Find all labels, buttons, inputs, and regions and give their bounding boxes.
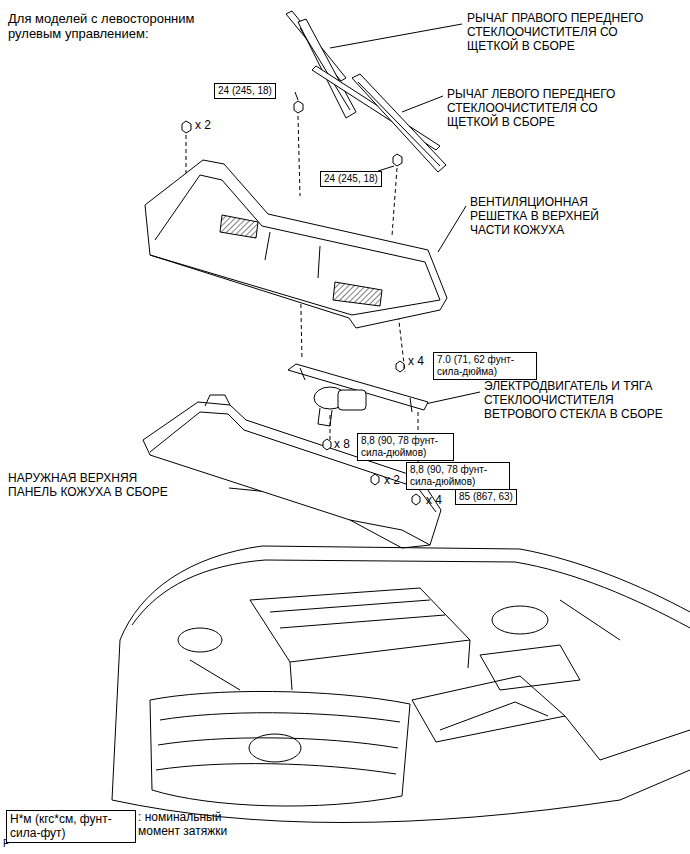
vehicle-front <box>250 588 470 662</box>
cowl-louver <box>145 160 447 328</box>
leader-line <box>425 392 480 404</box>
vehicle-front <box>190 600 620 690</box>
nut <box>182 101 402 166</box>
torque-value: 7.0 (71, 62 фунт-сила-дюйма) <box>437 354 514 377</box>
vehicle-front <box>150 691 410 806</box>
assembly-line <box>392 168 397 236</box>
cowl-panel <box>350 520 430 545</box>
vehicle-front <box>270 600 445 628</box>
leader-line <box>330 24 462 48</box>
quantity-label: x 2 <box>384 474 400 488</box>
part-label: РЫЧАГ ЛЕВОГО ПЕРЕДНЕГО СТЕКЛООЧИСТИТЕЛЯ … <box>447 88 647 129</box>
wiper-motor <box>396 361 404 372</box>
cowl-louver <box>265 232 320 278</box>
vehicle-front <box>156 713 400 774</box>
wiper-arm <box>286 11 356 118</box>
cowl-panel <box>371 474 379 485</box>
vehicle-front <box>249 734 301 762</box>
cowl-louver <box>155 175 440 300</box>
wiper-motor <box>318 408 332 426</box>
vehicle-front <box>178 628 222 652</box>
torque-box: 24 (245, 18) <box>320 171 382 187</box>
part-label: РЫЧАГ ПРАВОГО ПЕРЕДНЕГО СТЕКЛООЧИСТИТЕЛЯ… <box>467 12 667 53</box>
part-label: ВЕНТИЛЯЦИОННАЯ РЕШЕТКА В ВЕРХНЕЙ ЧАСТИ К… <box>470 196 632 237</box>
cowl-panel <box>205 395 230 406</box>
wiper-motor <box>300 368 412 412</box>
quantity-label: x 8 <box>334 438 350 452</box>
torque-value: 85 (867, 63) <box>459 491 513 502</box>
torque-value: 24 (245, 18) <box>218 85 272 96</box>
vehicle-front <box>412 676 565 742</box>
leader-line <box>402 96 443 112</box>
quantity-label: x 2 <box>195 119 211 133</box>
torque-value: 8,8 (90, 78 фунт-сила-дюймов) <box>361 435 438 458</box>
cowl-louver <box>150 255 440 315</box>
torque-box: 8,8 (90, 78 фунт-сила-дюймов) <box>406 462 510 490</box>
nut <box>182 121 191 133</box>
cowl-panel <box>150 412 436 512</box>
torque-box: 24 (245, 18) <box>214 83 276 99</box>
cowl-louver <box>145 160 447 328</box>
vehicle-front <box>112 640 120 800</box>
wiper-arm <box>300 28 350 110</box>
wiper-arm <box>358 82 440 166</box>
vehicle-front <box>132 560 690 628</box>
vehicle-front <box>290 640 470 690</box>
torque-value: Н*м (кгс*см, фунт-сила-фут) <box>10 812 112 840</box>
wiper-motor <box>338 390 366 410</box>
legend-box: Н*м (кгс*см, фунт-сила-фут) <box>6 810 136 843</box>
legend-note: : номинальный момент затяжки <box>138 811 246 839</box>
cowl-panel <box>143 395 441 548</box>
wiper-arm <box>312 66 440 150</box>
vehicle-front <box>565 716 690 760</box>
torque-value: 8,8 (90, 78 фунт-сила-дюймов) <box>410 464 487 487</box>
wiper-arm <box>352 74 446 172</box>
cowl-panel <box>323 439 331 450</box>
cowl-panel <box>412 494 420 505</box>
nut <box>294 101 303 113</box>
torque-box: 8,8 (90, 78 фунт-сила-дюймов) <box>357 433 454 461</box>
vehicle-front <box>120 546 690 640</box>
quantity-label: x 4 <box>408 355 424 369</box>
cowl-louver <box>220 215 258 238</box>
vehicle-front <box>480 645 580 690</box>
part-label: ЭЛЕКТРОДВИГАТЕЛЬ И ТЯГА СТЕКЛООЧИСТИТЕЛЯ… <box>484 380 664 421</box>
cowl-panel <box>143 402 441 548</box>
leader-line <box>295 92 298 100</box>
title: Для моделей с левосторонним рулевым упра… <box>8 12 220 42</box>
vehicle-front <box>440 702 548 730</box>
wiper-arm <box>298 19 356 118</box>
assembly-line <box>330 415 331 440</box>
quantity-label: x 4 <box>426 494 442 508</box>
wiper-motor <box>288 364 428 410</box>
leader-line <box>438 206 466 252</box>
vehicle-front <box>492 606 548 634</box>
torque-value: 24 (245, 18) <box>324 173 378 184</box>
assembly-line <box>298 116 300 196</box>
wiper-arm <box>312 66 446 172</box>
wiper-motor <box>288 361 428 426</box>
torque-box: 85 (867, 63) <box>455 489 517 505</box>
torque-box: 7.0 (71, 62 фунт-сила-дюйма) <box>433 352 537 380</box>
cowl-louver <box>333 282 382 306</box>
vehicle-front <box>112 546 690 823</box>
part-label: НАРУЖНАЯ ВЕРХНЯЯ ПАНЕЛЬ КОЖУХА В СБОРЕ <box>8 472 182 500</box>
nut <box>393 154 402 166</box>
